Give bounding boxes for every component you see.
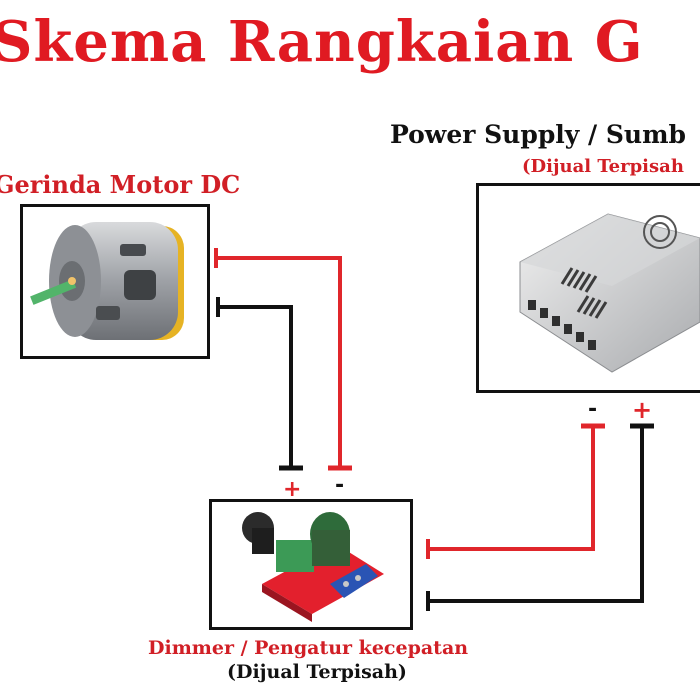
page-title: Skema Rangkaian G xyxy=(0,9,644,75)
motor-label: Gerinda Motor DC xyxy=(0,170,241,199)
psu-black-wire xyxy=(428,426,644,603)
motor-red-wire xyxy=(216,256,342,468)
dimmer-module-image xyxy=(242,512,384,622)
dimmer-label: Dimmer / Pengatur kecepatan xyxy=(148,637,469,659)
dimmer-plus-terminal: + xyxy=(283,477,301,502)
dc-motor-image xyxy=(30,222,184,340)
dimmer-note: (Dijual Terpisah) xyxy=(227,661,407,683)
motor-black-wire xyxy=(218,305,293,468)
psu-red-wire xyxy=(428,426,595,551)
power-supply-label: Power Supply / Sumb xyxy=(390,120,687,149)
psu-plus-terminal: + xyxy=(632,396,652,424)
power-supply-note: (Dijual Terpisah xyxy=(522,156,684,177)
dimmer-minus-terminal: - xyxy=(335,473,344,498)
power-supply-image xyxy=(519,213,700,373)
psu-minus-terminal: - xyxy=(588,397,597,422)
